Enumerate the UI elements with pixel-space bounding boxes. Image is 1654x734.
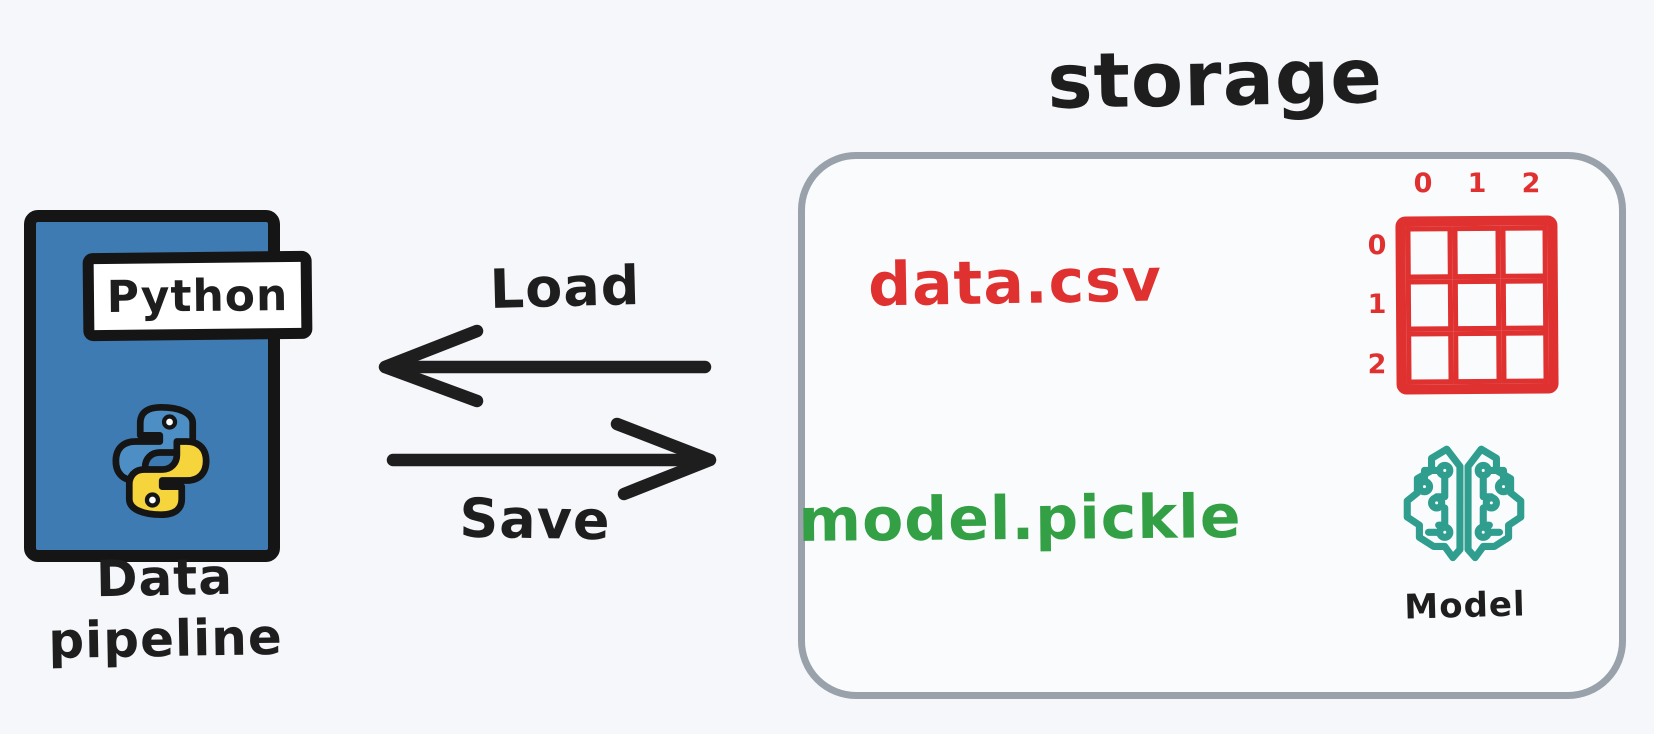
caption-line-1: Data	[95, 547, 234, 609]
grid-col-label: 0	[1413, 168, 1433, 199]
storage-title: storage	[1046, 31, 1384, 126]
grid-cell	[1500, 330, 1549, 384]
grid-cell	[1500, 225, 1548, 279]
grid-row-label: 0	[1367, 230, 1387, 262]
grid-col-labels: 0 1 2	[1396, 168, 1558, 216]
data-pipeline-caption: Data pipeline	[14, 545, 316, 672]
grid-row-label: 2	[1367, 348, 1387, 380]
grid-cells	[1395, 215, 1559, 395]
circuit-brain-icon	[1403, 445, 1525, 562]
python-logo-icon	[112, 403, 210, 519]
load-arrow-icon	[378, 324, 712, 408]
grid-cell	[1453, 331, 1502, 385]
grid-cell	[1453, 278, 1501, 332]
grid-cell	[1500, 278, 1549, 332]
model-caption: Model	[1403, 584, 1527, 628]
python-label-box: Python	[82, 250, 313, 342]
csv-grid-icon: 0 1 2 0 1 2	[1358, 168, 1559, 395]
grid-row-labels: 0 1 2	[1358, 216, 1396, 394]
save-label: Save	[458, 486, 612, 553]
caption-line-2: pipeline	[47, 607, 284, 671]
python-label: Python	[106, 269, 289, 323]
grid-cell	[1405, 278, 1454, 332]
csv-file-name: data.csv	[867, 245, 1163, 321]
grid-col-label: 2	[1521, 168, 1541, 199]
model-file-name: model.pickle	[798, 482, 1242, 556]
grid-cell	[1405, 226, 1454, 280]
grid-cell	[1406, 331, 1454, 385]
transfer-arrows	[378, 324, 717, 501]
grid-row-label: 1	[1367, 289, 1387, 321]
save-arrow-icon	[386, 417, 717, 501]
storage-box	[798, 152, 1626, 699]
grid-col-label: 1	[1467, 168, 1487, 199]
grid-cell	[1452, 225, 1501, 279]
